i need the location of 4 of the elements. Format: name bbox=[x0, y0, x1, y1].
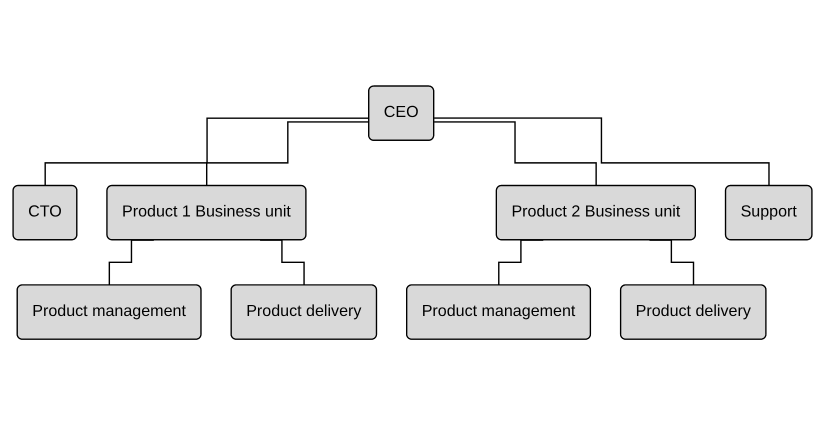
connector bbox=[44, 118, 370, 188]
connector bbox=[434, 122, 598, 188]
connector bbox=[206, 122, 370, 188]
connector bbox=[434, 118, 770, 188]
